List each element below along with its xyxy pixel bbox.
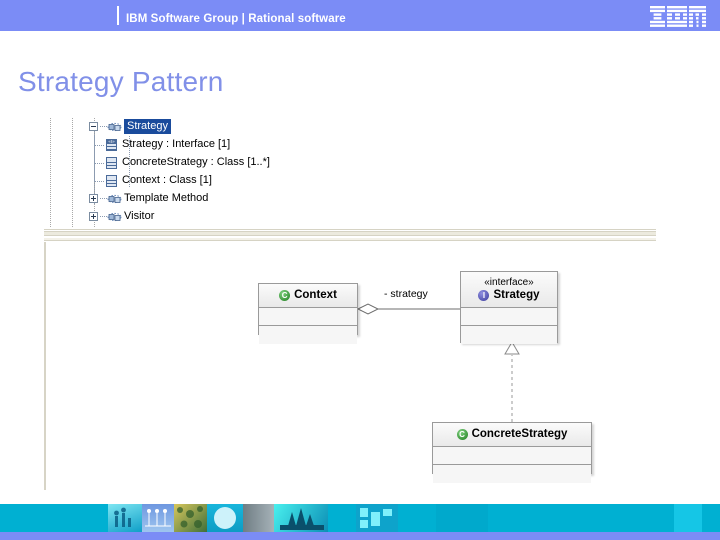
footer-tile xyxy=(174,504,207,532)
footer-tile xyxy=(702,504,720,532)
pattern-explorer-tree[interactable]: Strategy «I» Strategy : Interface [1] Co… xyxy=(44,118,656,228)
pattern-icon xyxy=(107,121,122,133)
attributes-compartment xyxy=(433,447,591,465)
tree-item-label: Visitor xyxy=(124,210,155,222)
pattern-icon xyxy=(107,193,122,205)
footer-decorative-tiles xyxy=(108,504,720,532)
footer-tile xyxy=(488,504,674,532)
page-footer xyxy=(0,504,720,532)
class-stereotype: «interface» xyxy=(484,277,534,288)
tree-connector xyxy=(95,145,105,146)
panel-splitter-toolbar[interactable] xyxy=(44,228,656,242)
screenshot-capture-area: Strategy «I» Strategy : Interface [1] Co… xyxy=(44,118,656,490)
uml-diagram-canvas[interactable]: - strategy C Context «interface» I xyxy=(44,242,656,490)
tree-connector xyxy=(95,163,105,164)
tree-connector xyxy=(94,154,95,172)
page-title: Strategy Pattern xyxy=(18,66,224,97)
tree-item-label: Context : Class [1] xyxy=(122,174,212,186)
interface-icon: I xyxy=(478,290,490,301)
class-icon: C xyxy=(456,429,468,440)
ibm-logo-icon xyxy=(650,6,706,27)
tree-connector xyxy=(100,198,108,199)
attributes-compartment xyxy=(259,308,357,326)
class-icon: C xyxy=(279,290,291,301)
tree-connector xyxy=(129,136,130,188)
tree-guide-line xyxy=(50,118,51,228)
tree-connector xyxy=(100,216,108,217)
footer-tile xyxy=(356,504,398,532)
class-header: «interface» I Strategy xyxy=(461,272,557,308)
class-header: C ConcreteStrategy xyxy=(433,423,591,447)
uml-class-concretestrategy[interactable]: C ConcreteStrategy xyxy=(432,422,592,483)
footer-tile xyxy=(328,504,356,532)
page-header: IBM Software Group | Rational software xyxy=(0,0,720,31)
pattern-icon xyxy=(107,211,122,223)
tree-item-label: Strategy xyxy=(124,119,171,134)
tree-item-label: ConcreteStrategy : Class [1..*] xyxy=(122,156,270,168)
operations-compartment xyxy=(433,465,591,483)
uml-class-context[interactable]: C Context xyxy=(258,283,358,344)
class-name: ConcreteStrategy xyxy=(471,428,568,440)
class-name: Strategy xyxy=(493,289,540,301)
tree-connector xyxy=(94,136,95,154)
footer-tile xyxy=(674,504,702,532)
header-brand-text: IBM Software Group | Rational software xyxy=(126,13,346,25)
operations-compartment xyxy=(259,326,357,344)
footer-tile xyxy=(108,504,142,532)
footer-accent-strip xyxy=(0,532,720,540)
splitter-line-bottom xyxy=(44,238,656,241)
tree-guide-line xyxy=(72,118,73,228)
uml-interface-strategy[interactable]: «interface» I Strategy xyxy=(460,271,558,344)
tree-connector xyxy=(95,181,105,182)
footer-tile xyxy=(243,504,274,532)
footer-tile xyxy=(142,504,174,532)
association-label: - strategy xyxy=(384,288,428,300)
uml-class-icon xyxy=(106,157,117,169)
class-name: Context xyxy=(294,289,337,301)
header-divider-rule xyxy=(117,6,119,25)
tree-item-label: Strategy : Interface [1] xyxy=(122,138,231,150)
class-header: C Context xyxy=(259,284,357,308)
splitter-groove[interactable] xyxy=(44,231,656,236)
footer-tile xyxy=(436,504,488,532)
footer-tile xyxy=(274,504,328,532)
uml-interface-icon: «I» xyxy=(106,139,117,151)
tree-expander-plus-icon[interactable] xyxy=(89,212,98,221)
tree-connector xyxy=(94,172,95,181)
uml-class-icon xyxy=(106,175,117,187)
tree-item-label: Template Method xyxy=(124,192,209,204)
footer-tile xyxy=(207,504,243,532)
tree-expander-plus-icon[interactable] xyxy=(89,194,98,203)
tree-expander-minus-icon[interactable] xyxy=(89,122,98,131)
splitter-line-top xyxy=(44,229,656,230)
attributes-compartment xyxy=(461,308,557,326)
footer-tile xyxy=(398,504,436,532)
operations-compartment xyxy=(461,326,557,344)
tree-connector xyxy=(100,126,108,127)
